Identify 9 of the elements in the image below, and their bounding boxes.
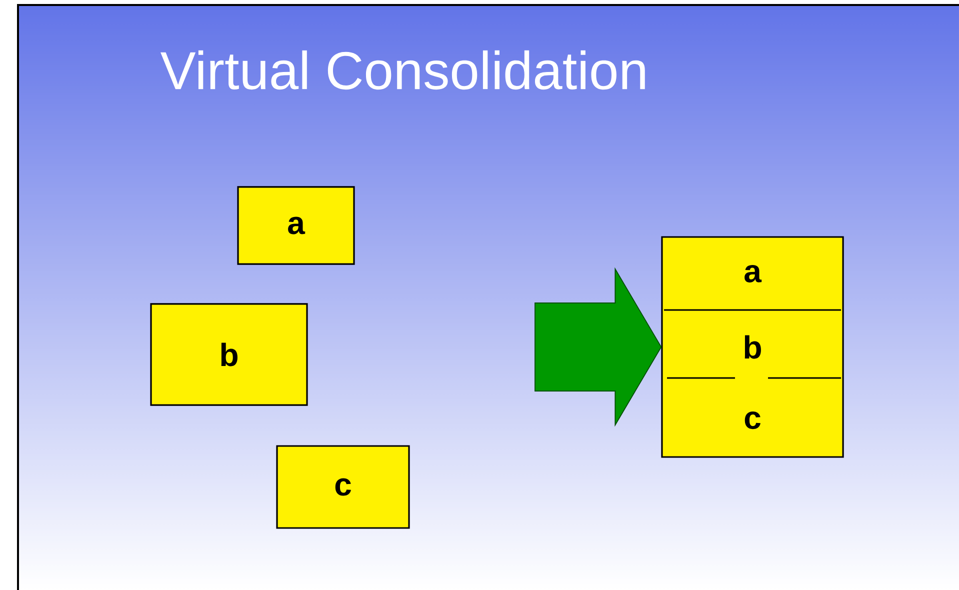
block-arrow	[534, 267, 662, 427]
section-label: b	[744, 335, 761, 359]
letter-box: b	[150, 303, 308, 406]
title: Virtual Consolidation	[160, 50, 645, 90]
section-label: c	[744, 412, 760, 430]
stack-box	[661, 236, 844, 458]
letter-box: a	[237, 186, 355, 265]
letter-box: c	[276, 445, 410, 529]
section-label: a	[744, 264, 762, 282]
